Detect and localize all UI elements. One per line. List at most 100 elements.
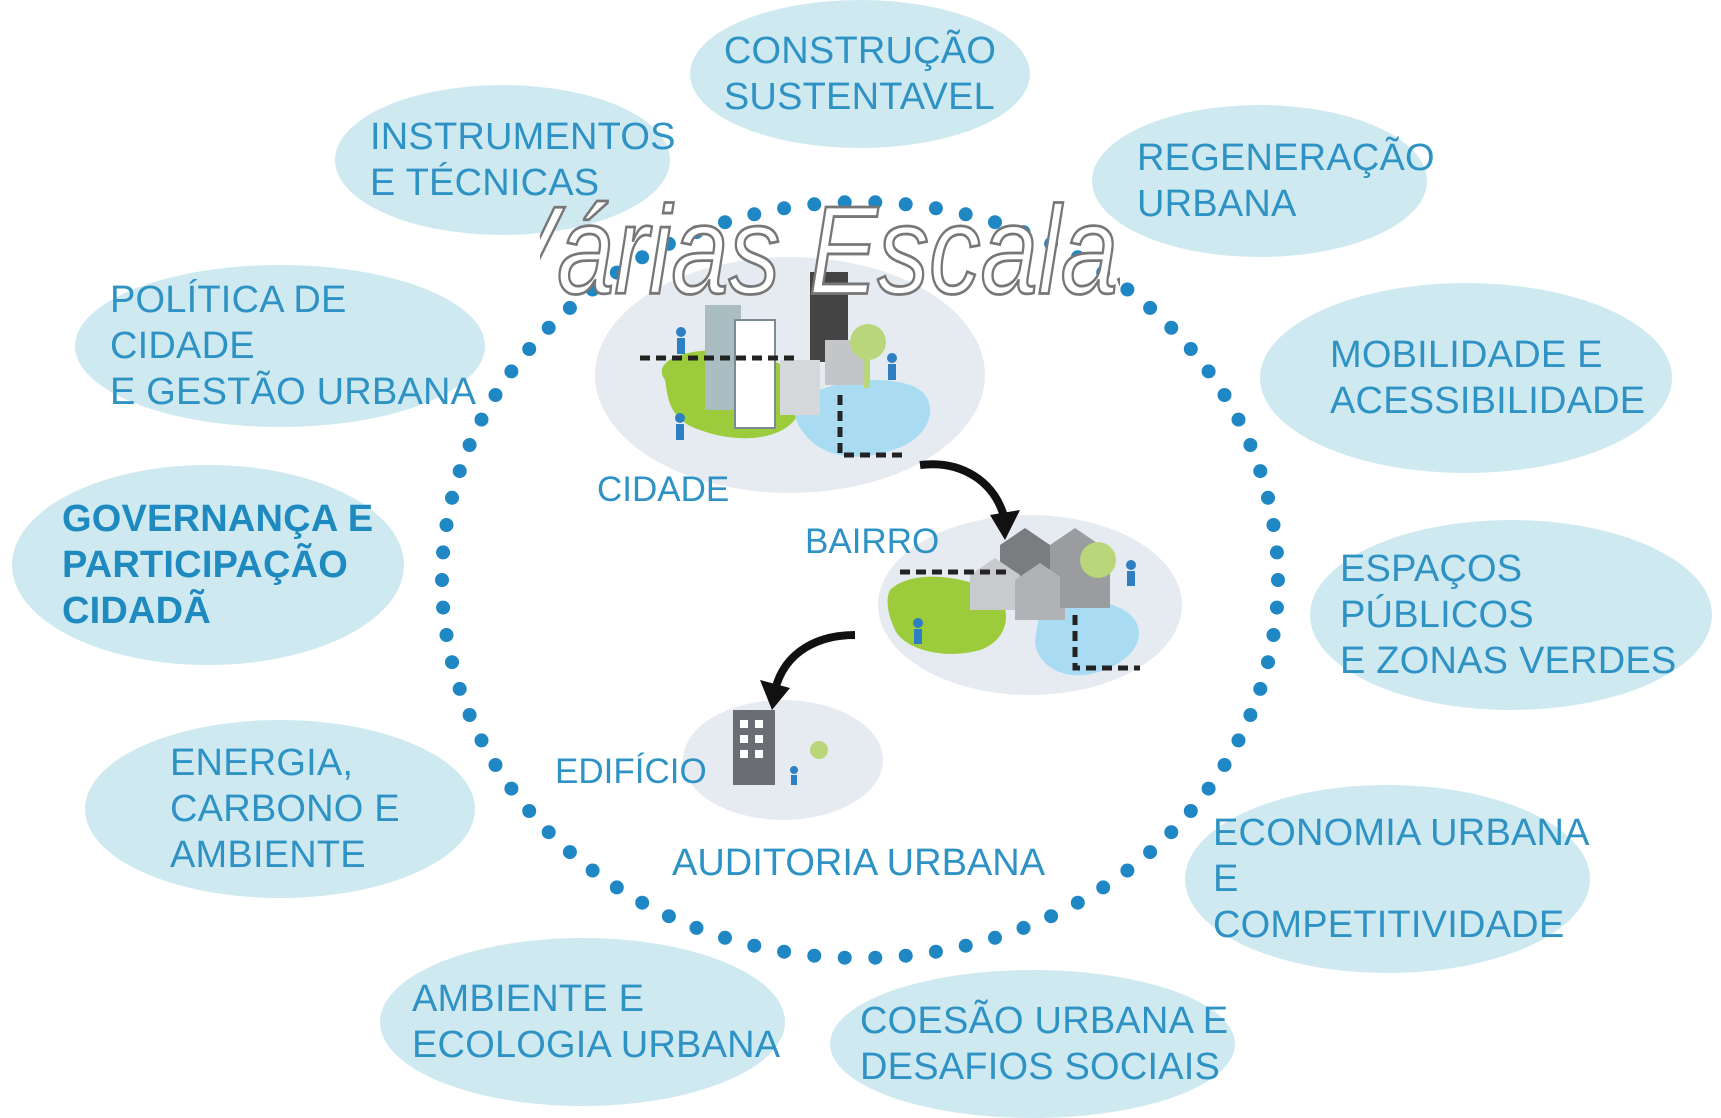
ring-dot <box>837 195 852 210</box>
topic-regeneracao-urbana: REGENERAÇÃO URBANA <box>1092 105 1435 257</box>
topic-label: MOBILIDADE E ACESSIBILIDADE <box>1330 334 1646 422</box>
ring-dot <box>474 412 489 427</box>
ring-dot <box>1261 655 1275 670</box>
ring-dot <box>661 236 676 251</box>
topic-mobilidade-acessibilidade: MOBILIDADE E ACESSIBILIDADE <box>1260 283 1672 473</box>
ring-dot <box>1243 438 1258 452</box>
ring-dot <box>462 438 477 452</box>
ring-dot <box>1164 825 1179 840</box>
ring-dot <box>1261 490 1275 505</box>
ring-dot <box>488 388 503 402</box>
ring-dot <box>928 944 943 959</box>
topic-label: POLÍTICA DE CIDADE E GESTÃO URBANA <box>110 279 477 413</box>
ring-dot <box>807 197 822 212</box>
ring-dot <box>609 880 624 895</box>
topic-label: REGENERAÇÃO URBANA <box>1137 137 1435 225</box>
ring-dot <box>1143 845 1158 860</box>
ring-dot <box>436 600 451 615</box>
ring-dot <box>689 920 704 935</box>
ring-dot <box>1266 518 1281 532</box>
ring-dot <box>807 948 822 963</box>
ring-dot <box>718 215 732 230</box>
ring-dot <box>1269 545 1284 560</box>
topic-label: COESÃO URBANA E DESAFIOS SOCIAIS <box>860 1000 1229 1088</box>
ring-dot <box>609 265 624 280</box>
topic-governanca-participacao: GOVERNANÇA E PARTICIPAÇÃO CIDADÃ <box>12 465 404 665</box>
ring-dot <box>1201 364 1216 379</box>
ring-dot <box>462 708 477 722</box>
ring-dot <box>1266 628 1281 642</box>
ring-dot <box>1253 681 1268 696</box>
ring-dot <box>562 845 577 860</box>
ring-dot <box>898 197 913 212</box>
topic-label: INSTRUMENTOS E TÉCNICAS <box>370 116 676 204</box>
ring-dot <box>452 681 467 696</box>
auditoria-urbana-label: AUDITORIA URBANA <box>672 842 1046 884</box>
title-text: Várias Escalas <box>540 181 1120 321</box>
topic-construcao-sustentavel: CONSTRUÇÃO SUSTENTAVEL <box>690 0 1030 148</box>
ring-dot <box>777 201 792 216</box>
ring-dot <box>1243 708 1258 722</box>
ring-dot <box>452 464 467 479</box>
ring-dot <box>1217 758 1232 772</box>
ring-dot <box>1271 573 1285 587</box>
ring-dot <box>718 930 732 945</box>
scale-label-cidade: CIDADE <box>597 470 730 509</box>
ring-dot <box>1120 863 1135 878</box>
building-illustration <box>683 700 883 820</box>
ring-dot <box>436 545 451 560</box>
scale-label-bairro: BAIRRO <box>805 522 940 561</box>
ring-dot <box>1143 300 1158 315</box>
ring-dot <box>747 207 762 222</box>
topic-politica-cidade: POLÍTICA DE CIDADE E GESTÃO URBANA <box>75 265 485 427</box>
topic-instrumentos-tecnicas: INSTRUMENTOS E TÉCNICAS <box>335 85 676 235</box>
ring-dot <box>1201 781 1216 796</box>
ring-dot <box>504 364 519 379</box>
ring-dot <box>1269 600 1284 615</box>
scale-label-edificio: EDIFÍCIO <box>555 752 707 791</box>
arrow-bairro-to-edificio <box>771 631 856 692</box>
ring-dot <box>435 573 449 587</box>
ring-dot <box>868 195 883 210</box>
ring-dot <box>1253 464 1268 479</box>
ring-dot <box>1231 412 1246 427</box>
ring-dot <box>1164 320 1179 335</box>
topic-economia-urbana: ECONOMIA URBANA E COMPETITIVIDADE <box>1185 785 1590 973</box>
ring-dot <box>988 930 1002 945</box>
ring-dot <box>1070 895 1085 910</box>
ring-dot <box>1044 236 1059 251</box>
ring-dot <box>1096 265 1111 280</box>
ring-dot <box>445 655 459 670</box>
ring-dot <box>1231 733 1246 748</box>
ring-dot <box>958 207 973 222</box>
ring-dot <box>474 733 489 748</box>
ring-dot <box>747 938 762 953</box>
ring-dot <box>1016 225 1031 240</box>
ring-dot <box>868 950 883 965</box>
ring-dot <box>1217 388 1232 402</box>
ring-dot <box>1183 342 1198 356</box>
topic-label: ECONOMIA URBANA E COMPETITIVIDADE <box>1213 812 1590 946</box>
ring-dot <box>898 948 913 963</box>
title-varias-escalas: Várias Escalas <box>540 180 1120 322</box>
topic-label: GOVERNANÇA E PARTICIPAÇÃO CIDADÃ <box>62 498 374 632</box>
topic-label: ENERGIA, CARBONO E AMBIENTE <box>170 742 400 876</box>
ring-dot <box>1096 880 1111 895</box>
topic-energia-carbono: ENERGIA, CARBONO E AMBIENTE <box>85 720 475 898</box>
ring-dot <box>562 300 577 315</box>
ring-dot <box>439 628 454 642</box>
ring-dot <box>1016 920 1031 935</box>
ring-dot <box>522 342 537 356</box>
neighbourhood-illustration <box>878 515 1182 695</box>
city-illustration <box>595 257 985 493</box>
ring-dot <box>541 825 556 840</box>
ring-dot <box>488 758 503 772</box>
ring-dot <box>837 950 852 965</box>
topic-label: AMBIENTE E ECOLOGIA URBANA <box>412 978 781 1066</box>
ring-dot <box>777 944 792 959</box>
ring-dot <box>439 518 454 532</box>
ring-dot <box>541 320 556 335</box>
ring-dot <box>988 215 1002 230</box>
